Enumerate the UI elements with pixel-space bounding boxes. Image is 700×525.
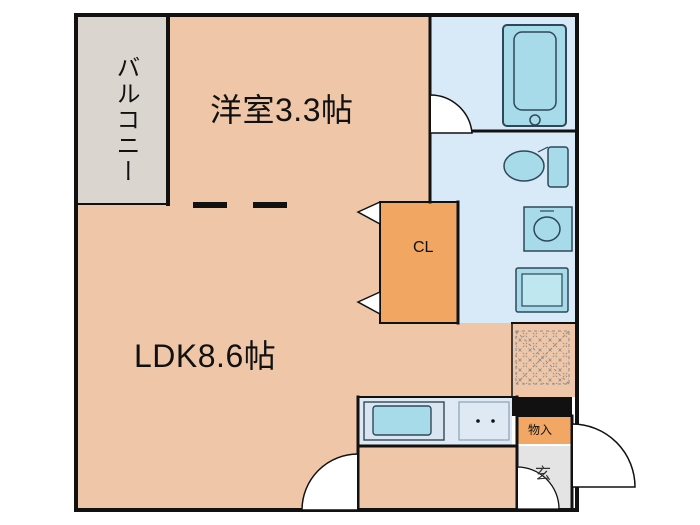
closet-floor (380, 202, 458, 323)
storage-floor (517, 416, 572, 444)
refrigerator-space-icon (515, 330, 570, 385)
bathtub-icon (502, 24, 567, 127)
black-storage-panel (512, 397, 572, 416)
bath-door-swing-icon (429, 94, 473, 134)
room-divider-mark-left (193, 202, 227, 208)
main-entrance-door-swing-icon (571, 423, 636, 488)
western-room-floor (168, 15, 430, 213)
closet-door-mark-top (356, 200, 381, 226)
closet-door-mark-bottom (356, 290, 381, 316)
stove-icon (458, 401, 510, 441)
kitchen-sink-icon (363, 401, 445, 441)
entrance-label: 玄 (535, 466, 552, 483)
entry-corridor-floor (358, 446, 517, 510)
closet-label: CL (413, 239, 434, 256)
room-divider-mark-right (253, 202, 287, 208)
balcony-label: バルコニー (112, 55, 139, 185)
washer-space-icon (515, 267, 569, 313)
ldk-floor (76, 204, 512, 510)
ldk-label: LDK8.6帖 (134, 338, 277, 374)
storage-label: 物入 (528, 423, 553, 437)
balcony-floor (76, 15, 168, 204)
western-room-label: 洋室3.3帖 (210, 92, 354, 128)
wash-basin-icon (523, 206, 573, 252)
entrance-door-swing-icon (516, 466, 560, 510)
toilet-icon (503, 146, 569, 188)
inner-door-swing-icon (301, 453, 359, 511)
